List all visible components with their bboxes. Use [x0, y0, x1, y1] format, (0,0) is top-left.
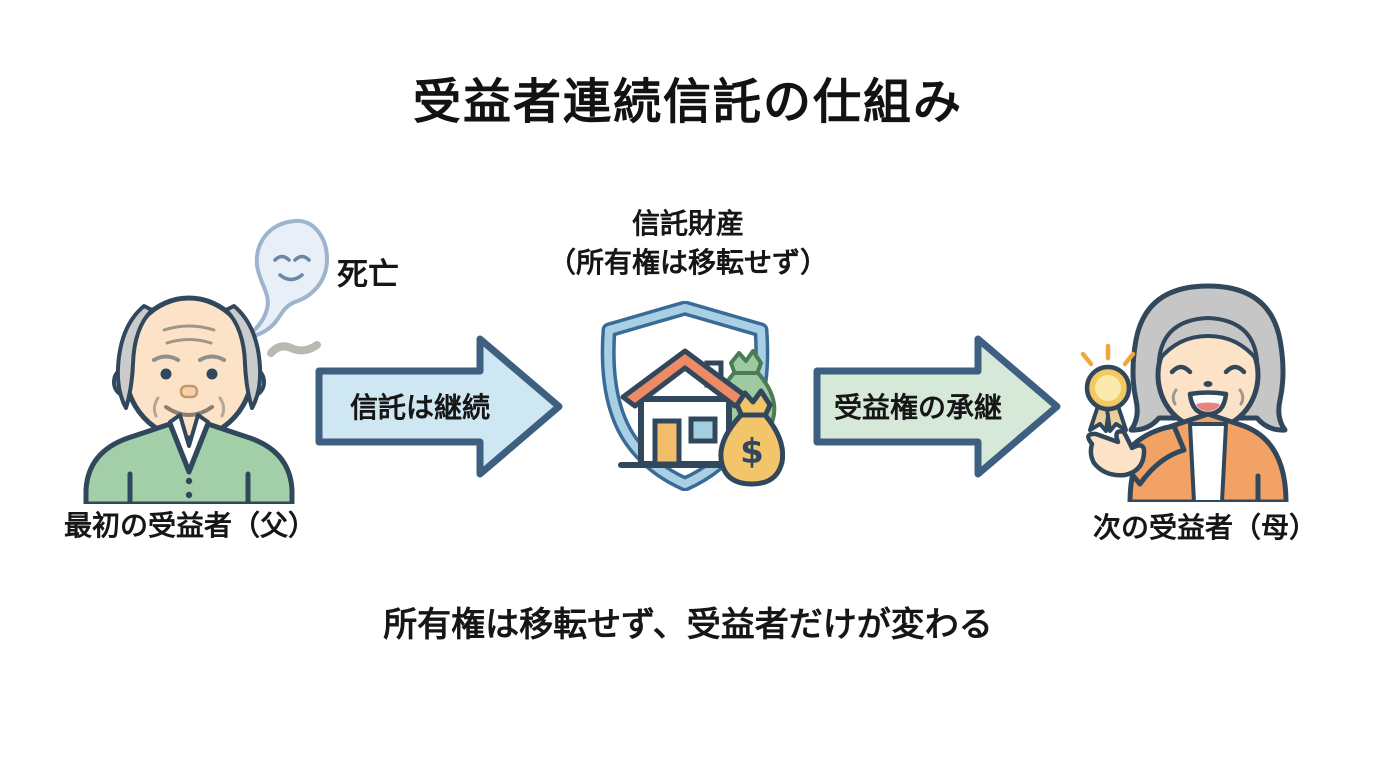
benefit-succession-arrow-label: 受益権の承継 [833, 391, 1002, 424]
house-icon [618, 348, 754, 468]
elderly-man-icon [78, 276, 300, 504]
page-title: 受益者連続信託の仕組み [412, 74, 963, 130]
trust-property-line2: （所有権は移転せず） [547, 246, 828, 279]
trust-continues-arrow-label: 信託は継続 [349, 391, 490, 424]
open-hand-icon [1086, 429, 1147, 478]
svg-text:$: $ [740, 432, 764, 472]
trust-continues-arrow: 信託は継続 [314, 334, 564, 479]
trust-property-caption: 信託財産 （所有権は移転せず） [488, 204, 888, 282]
ghost-icon [243, 215, 339, 365]
trust-property-icon: $ $ [593, 301, 785, 491]
footer-message: 所有権は移転せず、受益者だけが変わる [383, 605, 993, 645]
elderly-woman-icon [1068, 278, 1328, 502]
money-bag-gold-icon: $ [718, 388, 785, 487]
next-beneficiary-label: 次の受益者（母） [1092, 511, 1317, 544]
medal-icon [1080, 343, 1136, 433]
right-arrow-icon [315, 335, 563, 478]
sparkle-icon [1122, 351, 1136, 367]
right-arrow-icon [813, 335, 1061, 478]
death-label: 死亡 [337, 257, 399, 293]
window-icon [688, 416, 718, 444]
sparkle-icon [1080, 351, 1094, 367]
wisp-icon [267, 341, 321, 357]
door-icon [652, 418, 682, 467]
trust-property-line1: 信託財産 [631, 207, 744, 240]
benefit-succession-arrow: 受益権の承継 [812, 334, 1062, 479]
first-beneficiary-label: 最初の受益者（父） [63, 509, 316, 542]
